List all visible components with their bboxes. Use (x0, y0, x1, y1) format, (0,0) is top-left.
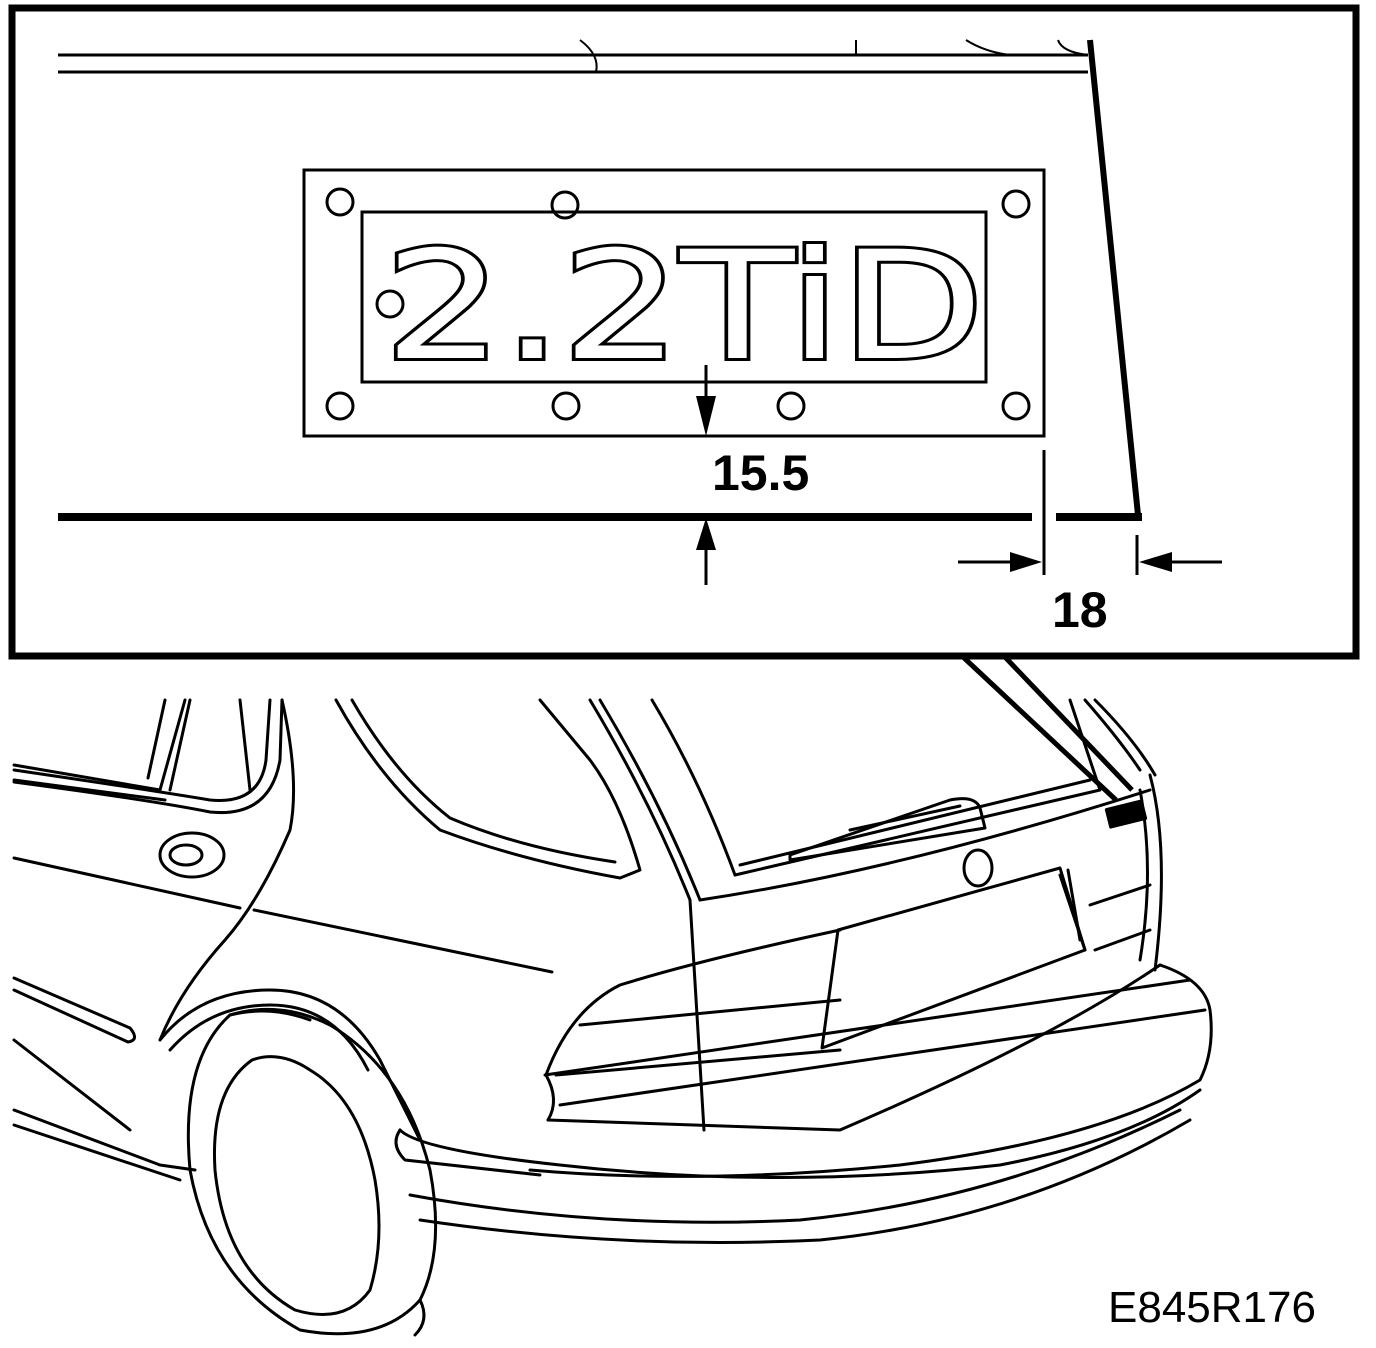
horizontal-dimension (958, 450, 1222, 575)
fuel-cap (158, 831, 226, 879)
detail-inset (8, 4, 1360, 660)
tailgate-handle (962, 848, 994, 888)
emblem-badge-text: 2.2TiD (384, 220, 984, 394)
emblem-location (1104, 799, 1148, 829)
callout-leader (960, 654, 1134, 802)
emblem-backing-plate (302, 168, 1046, 438)
emblem-inner-frame (360, 210, 988, 384)
car-rear-illustration (12, 698, 1213, 1337)
inset-frame (8, 4, 1360, 660)
dimension-label-vertical: 15.5 (712, 445, 809, 501)
mounting-holes (325, 187, 1031, 421)
rear-wheel (186, 1007, 438, 1337)
rear-wiper (788, 797, 987, 862)
drawing-code: E845R176 (1108, 1283, 1316, 1332)
vertical-dimension (696, 365, 716, 585)
dimension-label-horizontal: 18 (1052, 582, 1108, 638)
